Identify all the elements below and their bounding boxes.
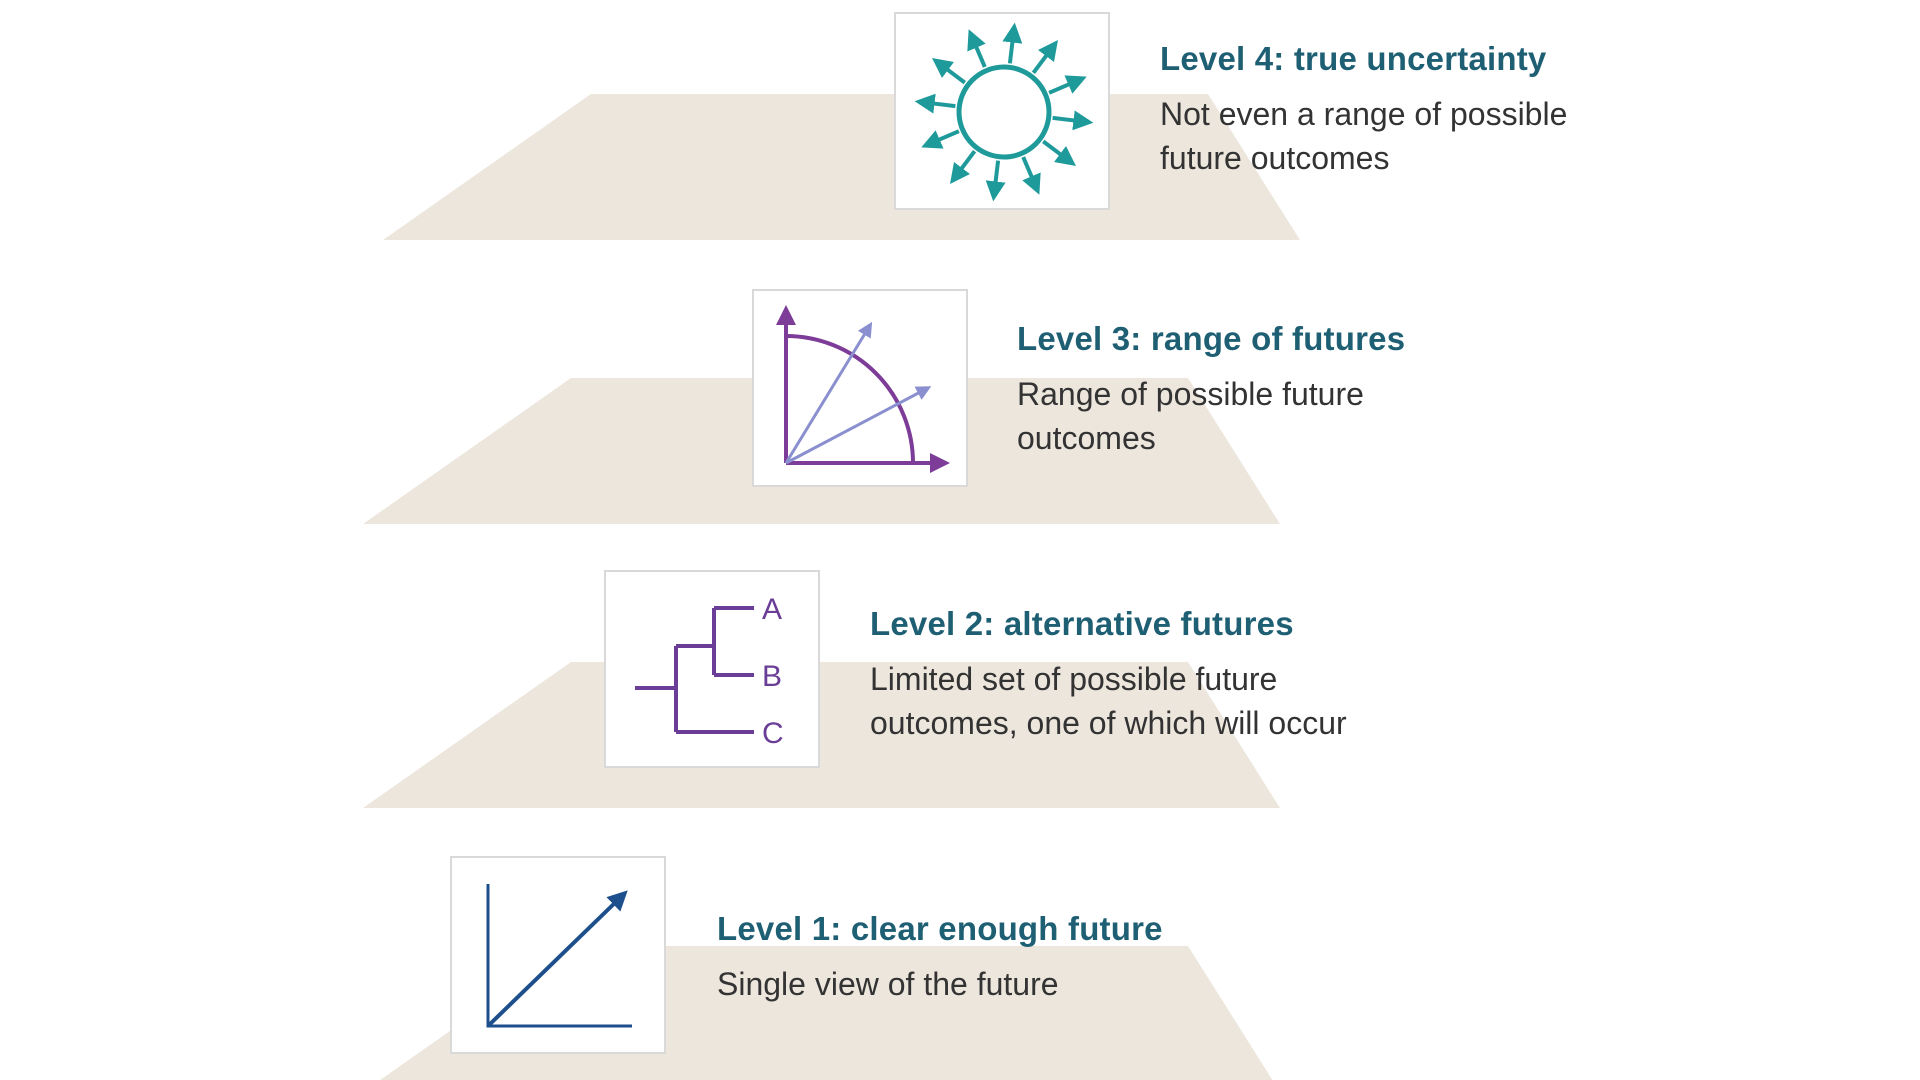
level-3-description-line-1: Range of possible future: [1017, 376, 1364, 412]
level-1-icon-box: [450, 856, 666, 1054]
starburst-ray-3: [1048, 75, 1087, 95]
level-4-icon-box: [894, 12, 1110, 210]
branching-tree-icon: A B C: [635, 593, 784, 750]
level-2-description-line-2: outcomes, one of which will occur: [870, 705, 1347, 741]
single-arrow-chart-icon: [486, 884, 632, 1028]
level-1-title: Level 1: clear enough future: [717, 910, 1163, 947]
level-4-description-line-2: future outcomes: [1160, 140, 1390, 176]
level-3-title: Level 3: range of futures: [1017, 320, 1406, 357]
level-2-description-line-1: Limited set of possible future: [870, 661, 1278, 697]
level-2-title: Level 2: alternative futures: [870, 605, 1294, 642]
level-1-description-line-1: Single view of the future: [717, 966, 1059, 1002]
starburst-ray-5: [1041, 139, 1077, 166]
level-4-title: Level 4: true uncertainty: [1160, 40, 1547, 77]
starburst-ray-11: [932, 57, 967, 85]
single-future-arrow: [486, 890, 628, 1028]
level-4-description: Not even a range of possible future outc…: [1160, 92, 1567, 180]
level-3-description-line-2: outcomes: [1017, 420, 1156, 456]
starburst-circle-icon: [914, 22, 1094, 202]
level-3-label: Level 3: range of futures Range of possi…: [1017, 320, 1405, 460]
starburst-ray-4: [1052, 110, 1094, 131]
tree-lines: [635, 606, 754, 734]
level-4-label: Level 4: true uncertainty Not even a ran…: [1160, 40, 1567, 180]
range-arrow-lower: [785, 386, 932, 465]
starburst-ray-9: [921, 129, 960, 149]
branch-label-a: A: [762, 593, 782, 626]
starburst-ray-2: [1031, 40, 1058, 74]
level-2-icon-box: A B C: [604, 570, 820, 768]
level-3-icon-box: [752, 289, 968, 487]
level-2-description: Limited set of possible future outcomes,…: [870, 657, 1347, 745]
branch-label-b: B: [762, 660, 782, 693]
level-4-description-line-1: Not even a range of possible: [1160, 96, 1568, 132]
arc-range: [785, 334, 915, 464]
starburst-ray-6: [1021, 156, 1041, 195]
starburst-ray-12: [967, 29, 987, 68]
starburst-ray-1: [1002, 22, 1023, 64]
starburst-ray-7: [985, 160, 1006, 202]
branch-label-c: C: [762, 717, 784, 750]
level-3-description: Range of possible future outcomes: [1017, 372, 1405, 460]
range-arrow-upper: [784, 321, 873, 464]
level-1-description: Single view of the future: [717, 962, 1163, 1006]
level-2-label: Level 2: alternative futures Limited set…: [870, 605, 1347, 745]
level-1-label: Level 1: clear enough future Single view…: [717, 910, 1163, 1006]
quarter-arc-range-icon: [776, 305, 950, 473]
starburst-ray-8: [950, 149, 977, 185]
platform-level-2: [363, 662, 1280, 808]
starburst-ray-10: [914, 93, 956, 114]
